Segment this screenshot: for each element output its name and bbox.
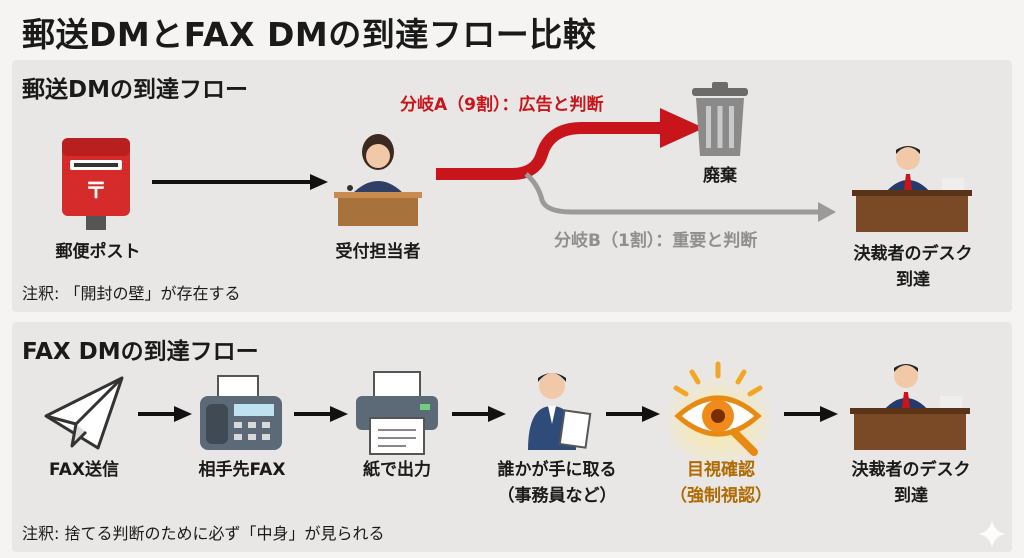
desk-label-line1: 決裁者のデスク: [853, 244, 973, 264]
executive-icon: [850, 364, 970, 450]
postbox-icon: 〒: [62, 138, 130, 230]
pickup-label-line2: （事務員など）: [497, 486, 617, 506]
eye-magnifier-icon: [668, 361, 772, 460]
visual-check-line1: 目視確認: [687, 460, 755, 480]
printer-icon: [356, 371, 438, 455]
executive-icon: [852, 146, 972, 232]
postal-flow-panel: 郵送DMの到達フロー 〒 郵便ポスト 受付担当者 分岐A（9割）：広告と判断 分…: [12, 60, 1012, 312]
paper-plane-icon: [44, 376, 124, 450]
fax-flow-heading: FAX DMの到達フロー: [22, 339, 259, 365]
branch-arrows: [436, 108, 836, 222]
fax-arrow-2: [294, 406, 348, 422]
visual-check-line2: （強制視認）: [670, 486, 772, 506]
fax-desk-label-line2: 到達: [894, 486, 928, 506]
office-worker-icon: [528, 373, 592, 450]
print-label: 紙で出力: [363, 460, 431, 480]
fax-flow-panel: FAX DMの到達フロー FAX送信 相手先FAX 紙で出力 誰か: [12, 322, 1012, 552]
reception-label: 受付担当者: [335, 242, 421, 262]
branch-a-label: 分岐A（9割）：広告と判断: [400, 95, 604, 115]
fax-machine-icon: [200, 375, 282, 450]
arrow-to-reception: [152, 174, 328, 190]
svg-text:〒: 〒: [85, 179, 107, 204]
receptionist-icon: [334, 134, 422, 226]
fax-send-label: FAX送信: [49, 460, 119, 480]
fax-arrow-3: [452, 406, 506, 422]
trash-label: 廃棄: [703, 166, 737, 186]
sparkle-icon: [978, 520, 1006, 548]
postal-note: 注釈: 「開封の壁」が存在する: [22, 284, 241, 303]
postal-flow-heading: 郵送DMの到達フロー: [22, 77, 248, 103]
fax-arrow-4: [606, 406, 660, 422]
mailbox-label: 郵便ポスト: [55, 242, 141, 262]
desk-label-line2: 到達: [896, 270, 930, 290]
fax-note: 注釈: 捨てる判断のために必ず「中身」が見られる: [22, 524, 385, 543]
recipient-fax-label: 相手先FAX: [198, 460, 286, 480]
fax-desk-label-line1: 決裁者のデスク: [851, 460, 971, 480]
trash-icon: [692, 82, 748, 156]
fax-arrow-1: [138, 406, 192, 422]
page-title: 郵送DMとFAX DMの到達フロー比較: [22, 15, 597, 54]
pickup-label-line1: 誰かが手に取る: [497, 460, 617, 480]
branch-b-label: 分岐B（1割）：重要と判断: [554, 231, 758, 251]
fax-arrow-5: [784, 406, 838, 422]
